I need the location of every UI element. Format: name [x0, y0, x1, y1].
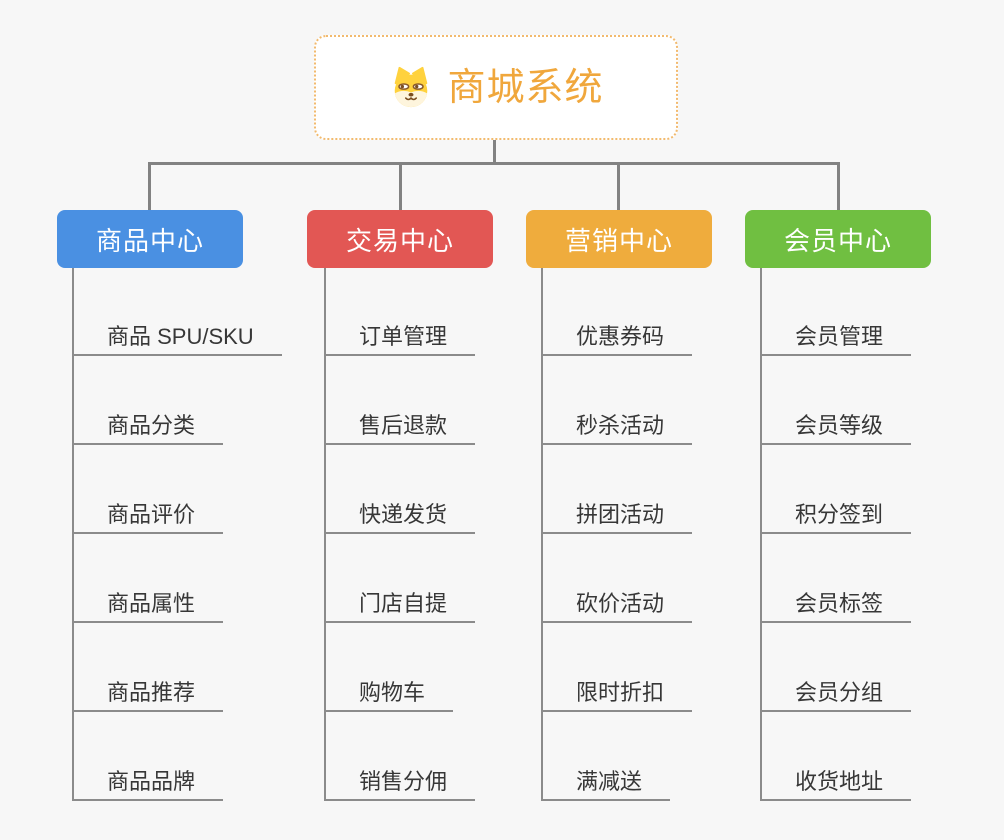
child-topic[interactable]: 商品属性 [74, 592, 224, 623]
child-topic[interactable]: 商品分类 [74, 414, 224, 445]
branch-node-product-center[interactable]: 商品中心 [57, 210, 243, 268]
branch-node-trade-center[interactable]: 交易中心 [307, 210, 493, 268]
child-topic[interactable]: 会员等级 [762, 414, 912, 445]
child-topic[interactable]: 门店自提 [326, 592, 476, 623]
child-topic[interactable]: 秒杀活动 [543, 414, 693, 445]
branch-children-trade-center: 订单管理 售后退款 快递发货 门店自提 购物车 销售分佣 [324, 268, 576, 801]
dog-face-icon [388, 65, 434, 111]
connector-drop-member [837, 162, 840, 210]
connector-drop-trade [399, 162, 402, 210]
child-topic[interactable]: 订单管理 [326, 325, 476, 356]
child-topic[interactable]: 限时折扣 [543, 681, 693, 712]
child-topic[interactable]: 快递发货 [326, 503, 476, 534]
connector-drop-marketing [617, 162, 620, 210]
child-topic[interactable]: 会员标签 [762, 592, 912, 623]
child-topic[interactable]: 销售分佣 [326, 770, 476, 801]
child-topic[interactable]: 商品品牌 [74, 770, 224, 801]
child-topic[interactable]: 购物车 [326, 681, 454, 712]
child-topic[interactable]: 拼团活动 [543, 503, 693, 534]
connector-bus [148, 162, 840, 165]
branch-children-member-center: 会员管理 会员等级 积分签到 会员标签 会员分组 收货地址 [760, 268, 1004, 801]
branch-children-marketing-center: 优惠券码 秒杀活动 拼团活动 砍价活动 限时折扣 满减送 [541, 268, 793, 801]
child-topic[interactable]: 会员分组 [762, 681, 912, 712]
branch-node-member-center[interactable]: 会员中心 [745, 210, 931, 268]
branch-node-marketing-center[interactable]: 营销中心 [526, 210, 712, 268]
root-node[interactable]: 商城系统 [314, 35, 678, 140]
child-topic[interactable]: 商品 SPU/SKU [74, 325, 282, 356]
connector-root-stub [493, 140, 496, 163]
connector-drop-product [148, 162, 151, 210]
child-topic[interactable]: 满减送 [543, 770, 671, 801]
child-topic[interactable]: 优惠券码 [543, 325, 693, 356]
child-topic[interactable]: 售后退款 [326, 414, 476, 445]
child-topic[interactable]: 商品评价 [74, 503, 224, 534]
child-topic[interactable]: 收货地址 [762, 770, 912, 801]
child-topic[interactable]: 积分签到 [762, 503, 912, 534]
child-topic[interactable]: 商品推荐 [74, 681, 224, 712]
root-title: 商城系统 [447, 66, 604, 109]
child-topic[interactable]: 会员管理 [762, 325, 912, 356]
child-topic[interactable]: 砍价活动 [543, 592, 693, 623]
branch-children-product-center: 商品 SPU/SKU 商品分类 商品评价 商品属性 商品推荐 商品品牌 [72, 268, 324, 801]
